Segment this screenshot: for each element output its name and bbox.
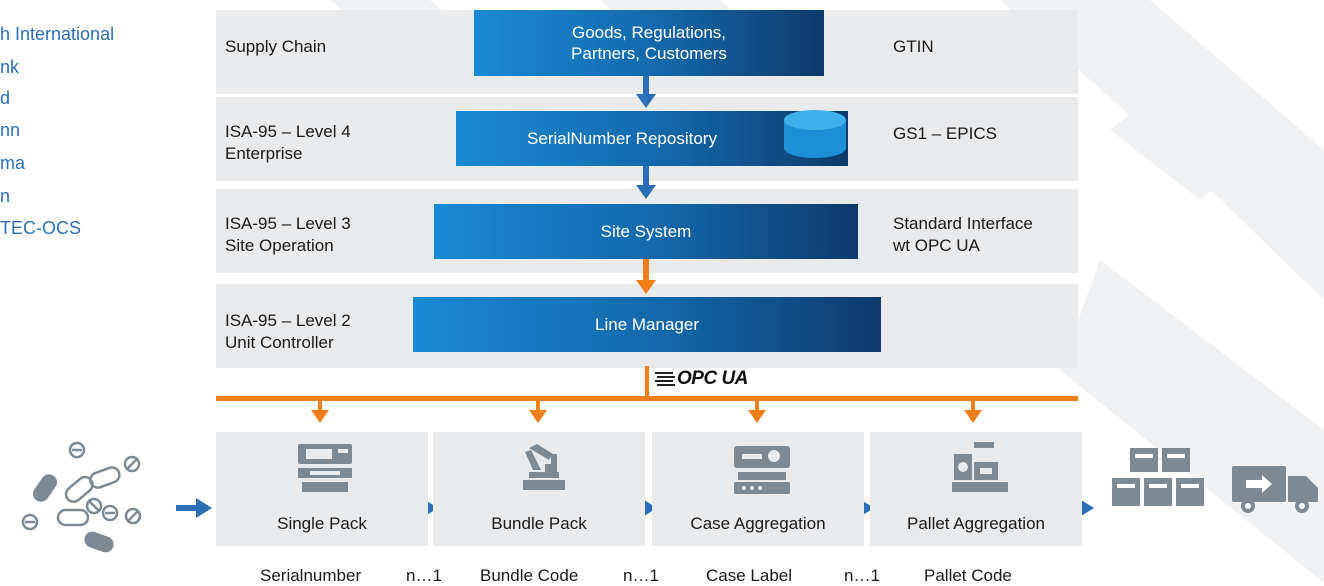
layer-left-line1: ISA-95 – Level 3 bbox=[225, 214, 351, 233]
layer-left-label: Supply Chain bbox=[225, 37, 327, 56]
bus-arrow-3 bbox=[748, 400, 766, 423]
goods-box: Goods, Regulations, Partners, Customers bbox=[474, 10, 824, 76]
case-machine-icon bbox=[734, 446, 790, 494]
bus-drop bbox=[645, 366, 649, 398]
opc-ua-logo: OPC UA bbox=[655, 368, 748, 390]
serialnumber-repository-box: SerialNumber Repository bbox=[456, 111, 848, 166]
serialnumber-repository-label: SerialNumber Repository bbox=[527, 129, 717, 148]
sidebar-item[interactable]: nk bbox=[0, 57, 20, 77]
layer-left-line2: Site Operation bbox=[225, 236, 334, 255]
station-bundle-pack: Bundle Pack bbox=[433, 432, 645, 546]
station-case-aggregation: Case Aggregation bbox=[652, 432, 864, 546]
robot-arm-icon bbox=[523, 444, 565, 490]
layer-left-line1: ISA-95 – Level 4 bbox=[225, 122, 351, 141]
goods-box-line2: Partners, Customers bbox=[571, 44, 727, 63]
flow-arrow-0 bbox=[176, 498, 212, 518]
site-system-box: Site System bbox=[434, 204, 858, 259]
layer-left-label: ISA-95 – Level 3 Site Operation bbox=[225, 213, 351, 257]
line-manager-box: Line Manager bbox=[413, 297, 881, 352]
station-label: Single Pack bbox=[277, 514, 367, 533]
station-label: Case Aggregation bbox=[690, 514, 826, 533]
layer-right-label: GS1 – EPICS bbox=[893, 124, 997, 143]
boxes-stack-icon bbox=[1112, 448, 1204, 506]
layer-right-line2: wt OPC UA bbox=[893, 236, 980, 255]
bottom-label-ratio: n…1 bbox=[623, 566, 659, 585]
bottom-label-case-label: Case Label bbox=[706, 566, 793, 585]
opc-ua-bus bbox=[216, 396, 1078, 401]
sidebar-item[interactable]: h International bbox=[0, 24, 115, 44]
bottom-label-ratio: n…1 bbox=[406, 566, 442, 585]
opc-ua-mark-icon bbox=[655, 372, 675, 386]
orange-arrow-3 bbox=[636, 259, 656, 294]
site-system-label: Site System bbox=[600, 222, 692, 241]
bottom-label-pallet-code: Pallet Code bbox=[924, 566, 1012, 585]
bottom-label-ratio: n…1 bbox=[844, 566, 880, 585]
layer-left-label: ISA-95 – Level 2 Unit Controller bbox=[225, 310, 351, 354]
station-single-pack: Single Pack bbox=[216, 432, 428, 546]
delivery-truck-icon bbox=[1232, 466, 1318, 513]
opc-ua-text: OPC UA bbox=[677, 368, 748, 389]
bus-arrow-4 bbox=[964, 400, 982, 423]
layer-right-line1: Standard Interface bbox=[893, 214, 1033, 233]
layer-left-line2: Enterprise bbox=[225, 144, 303, 163]
layer-right-label: Standard Interface wt OPC UA bbox=[893, 213, 1033, 257]
sidebar-item[interactable]: ma bbox=[0, 153, 26, 173]
goods-box-line1: Goods, Regulations, bbox=[571, 23, 727, 42]
sidebar-item[interactable]: nn bbox=[0, 120, 21, 140]
layer-left-label: ISA-95 – Level 4 Enterprise bbox=[225, 121, 351, 165]
layer-left-line1: ISA-95 – Level 2 bbox=[225, 311, 351, 330]
palletizer-icon bbox=[952, 442, 1008, 492]
bottom-label-serialnumber: Serialnumber bbox=[260, 566, 362, 585]
sidebar-item[interactable]: n bbox=[0, 186, 11, 206]
bottom-label-bundle-code: Bundle Code bbox=[480, 566, 579, 585]
packing-machine-icon bbox=[298, 444, 352, 492]
station-label: Pallet Aggregation bbox=[907, 514, 1045, 533]
station-pallet-aggregation: Pallet Aggregation bbox=[870, 432, 1082, 546]
layer-left-line2: Unit Controller bbox=[225, 333, 334, 352]
bus-arrow-1 bbox=[311, 400, 329, 423]
sidebar-item[interactable]: TEC-OCS bbox=[0, 218, 81, 238]
bus-arrow-2 bbox=[529, 400, 547, 423]
line-manager-label: Line Manager bbox=[595, 315, 699, 334]
blue-arrow-1 bbox=[636, 76, 656, 108]
sidebar-item[interactable]: d bbox=[0, 88, 11, 108]
layer-right-label: GTIN bbox=[893, 37, 934, 56]
station-label: Bundle Pack bbox=[491, 514, 587, 533]
blue-arrow-2 bbox=[636, 166, 656, 199]
database-icon bbox=[784, 110, 846, 158]
pills-icon bbox=[21, 441, 142, 553]
